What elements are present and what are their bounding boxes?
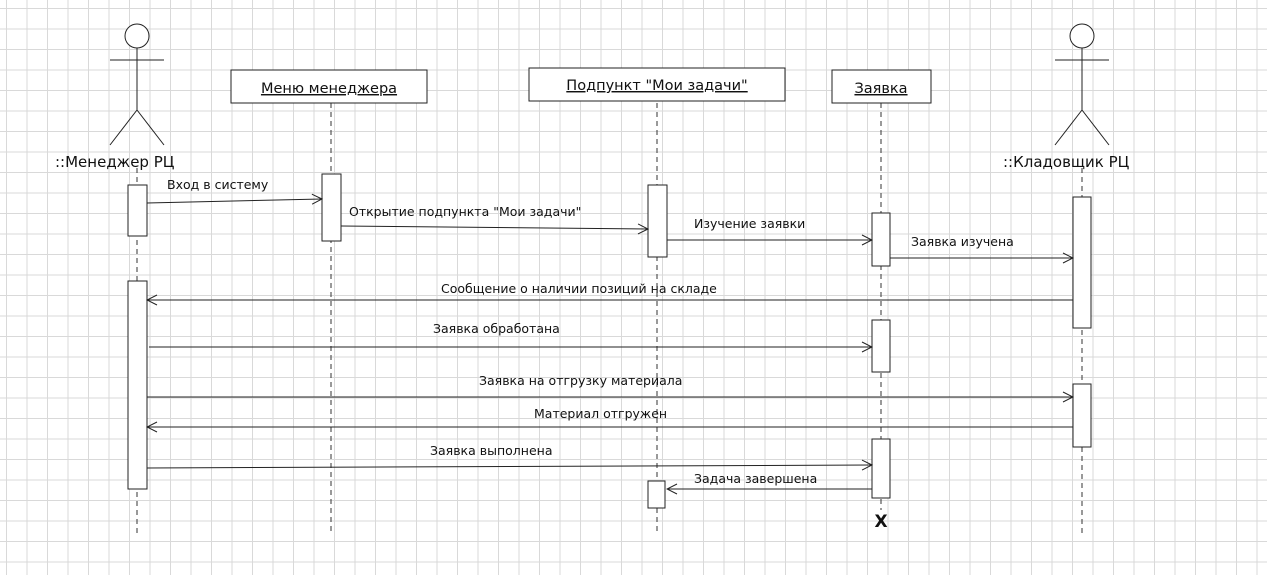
message-label-6: Заявка обработана [433, 321, 560, 336]
message-label-1: Вход в систему [167, 177, 269, 192]
object-request-box [831, 69, 932, 104]
message-label-10: Задача завершена [694, 471, 817, 486]
activation-menu-1 [321, 173, 342, 242]
activation-request-3 [871, 438, 891, 499]
message-arrow-2 [340, 226, 648, 229]
activation-request-1 [871, 212, 891, 267]
activation-manager-2 [127, 280, 148, 490]
destroy-mark: X [874, 512, 887, 532]
actor-manager-figure [109, 23, 165, 146]
message-label-8: Материал отгружен [534, 406, 667, 421]
object-menu-box [230, 69, 428, 104]
message-label-2: Открытие подпункта "Мои задачи" [349, 204, 581, 219]
message-label-9: Заявка выполнена [430, 443, 553, 458]
activation-request-2 [871, 319, 891, 373]
message-arrow-9 [146, 465, 872, 468]
actor-manager-label: ::Менеджер РЦ [55, 153, 175, 171]
activation-storekeeper-2 [1072, 383, 1092, 448]
activation-tasks-2 [647, 480, 666, 509]
activation-tasks-1 [647, 184, 668, 258]
activation-storekeeper-1 [1072, 196, 1092, 329]
message-label-7: Заявка на отгрузку материала [479, 373, 682, 388]
message-label-5: Сообщение о наличии позиций на складе [441, 281, 717, 296]
actor-storekeeper-label: ::Кладовщик РЦ [1003, 153, 1130, 171]
message-arrow-1 [146, 199, 322, 203]
message-label-3: Изучение заявки [694, 216, 805, 231]
actor-storekeeper-figure [1054, 23, 1110, 146]
activation-manager-1 [127, 184, 148, 237]
object-tasks-box [528, 67, 786, 102]
object-tasks-label: Подпункт "Мои задачи" [566, 78, 747, 94]
message-label-4: Заявка изучена [911, 234, 1014, 249]
object-menu-label: Меню менеджера [261, 81, 397, 97]
object-request-label: Заявка [854, 81, 907, 97]
